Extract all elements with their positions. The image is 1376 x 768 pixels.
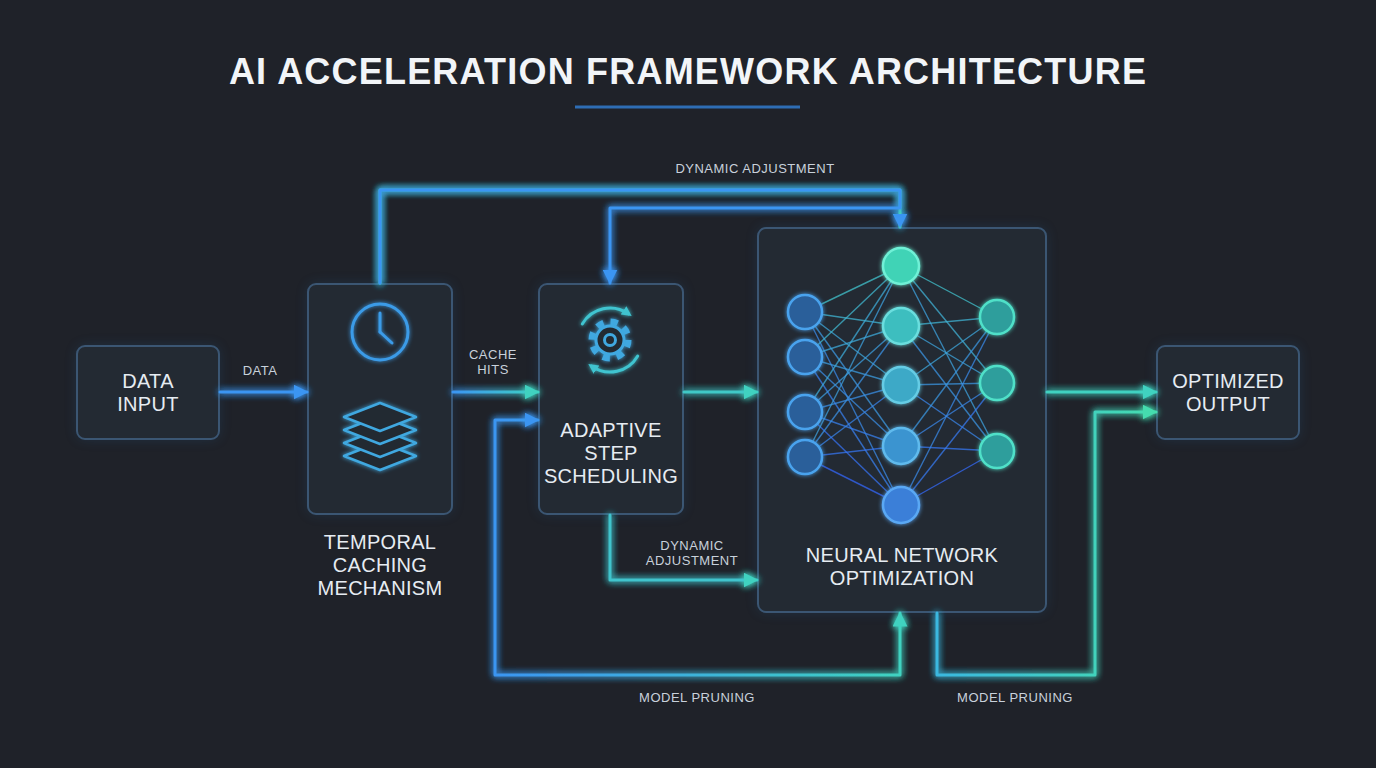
network-link — [805, 326, 901, 357]
network-link — [805, 412, 901, 505]
gear-icon — [582, 308, 637, 372]
neuron — [788, 440, 822, 474]
clock-hand — [380, 332, 392, 343]
network-link — [901, 317, 997, 385]
flow-arrow — [495, 420, 900, 675]
process-box: TEMPORAL CACHING MECHANISM — [307, 283, 453, 515]
layer-sheet — [344, 429, 416, 457]
edge-group — [220, 190, 1156, 675]
flow-arrow — [220, 391, 307, 394]
edge-label: MODEL PRUNING — [597, 690, 797, 705]
edge-label: DYNAMIC ADJUSTMENT — [642, 538, 742, 568]
neuron — [788, 395, 822, 429]
layers-icon — [344, 403, 416, 470]
network-link — [901, 266, 997, 451]
network-link — [805, 412, 901, 446]
flow-arrow — [380, 190, 900, 283]
neuron — [788, 295, 822, 329]
network-link — [901, 326, 997, 451]
flow-arrow — [1047, 391, 1156, 394]
network-link — [901, 317, 997, 326]
network-link — [805, 357, 901, 505]
layer-sheet — [344, 442, 416, 470]
network-link — [901, 383, 997, 385]
neuron — [980, 434, 1014, 468]
network-link — [805, 357, 901, 385]
process-box: OPTIMIZED OUTPUT — [1156, 345, 1300, 440]
network-link — [901, 383, 997, 446]
edge-label: MODEL PRUNING — [915, 690, 1115, 705]
network-link — [805, 446, 901, 457]
diagram-title: AI ACCELERATION FRAMEWORK ARCHITECTURE — [0, 50, 1376, 94]
neuron — [883, 367, 919, 403]
neural-network-illustration — [788, 248, 1014, 523]
flow-arrow — [937, 412, 1156, 675]
network-link — [805, 266, 901, 457]
network-link — [805, 385, 901, 457]
layer-sheet — [344, 403, 416, 431]
neuron — [883, 308, 919, 344]
network-link — [805, 326, 901, 457]
process-box: DATA INPUT — [76, 345, 220, 440]
network-link — [805, 266, 901, 357]
neuron — [980, 366, 1014, 400]
network-link — [805, 357, 901, 446]
network-link — [805, 326, 901, 412]
gear-hub — [605, 335, 616, 346]
gear-body — [596, 326, 624, 354]
network-link — [805, 385, 901, 412]
clock-hand — [379, 313, 382, 332]
network-link — [901, 326, 997, 383]
network-link — [901, 266, 997, 317]
network-link — [805, 312, 901, 446]
flow-arrow — [380, 190, 900, 283]
title-underline — [575, 106, 800, 109]
edge-label: DYNAMIC ADJUSTMENT — [635, 161, 875, 176]
neuron — [788, 340, 822, 374]
network-link — [901, 383, 997, 505]
node-label: DATA INPUT — [98, 370, 198, 416]
cycle-arrow — [582, 308, 628, 324]
network-link — [805, 312, 901, 385]
cycle-arrow — [592, 356, 638, 372]
node-label: TEMPORAL CACHING MECHANISM — [295, 531, 465, 600]
node-label: ADAPTIVE STEP SCHEDULING — [540, 419, 682, 488]
process-box: ADAPTIVE STEP SCHEDULING — [538, 283, 684, 515]
network-link — [805, 266, 901, 412]
layer-sheet — [344, 416, 416, 444]
network-link — [805, 312, 901, 326]
flow-arrow — [453, 391, 538, 394]
clock-icon — [352, 304, 408, 360]
flow-arrow — [610, 515, 757, 580]
network-link — [901, 385, 997, 451]
neuron — [883, 428, 919, 464]
node-label: OPTIMIZED OUTPUT — [1166, 370, 1290, 416]
network-link — [901, 317, 997, 446]
edge-label: DATA — [230, 363, 290, 378]
network-link — [901, 451, 997, 505]
node-label: NEURAL NETWORK OPTIMIZATION — [782, 544, 1022, 590]
flow-arrow — [684, 391, 757, 394]
network-link — [805, 457, 901, 505]
network-link — [805, 312, 901, 505]
network-link — [901, 317, 997, 505]
network-link — [901, 446, 997, 451]
neuron — [883, 248, 919, 284]
neuron — [980, 300, 1014, 334]
gear-teeth — [592, 322, 628, 358]
clock-face — [352, 304, 408, 360]
process-box: NEURAL NETWORK OPTIMIZATION — [757, 227, 1047, 613]
network-link — [901, 266, 997, 383]
edge-label: CACHE HITS — [465, 347, 521, 377]
network-link — [805, 266, 901, 312]
neuron — [883, 487, 919, 523]
